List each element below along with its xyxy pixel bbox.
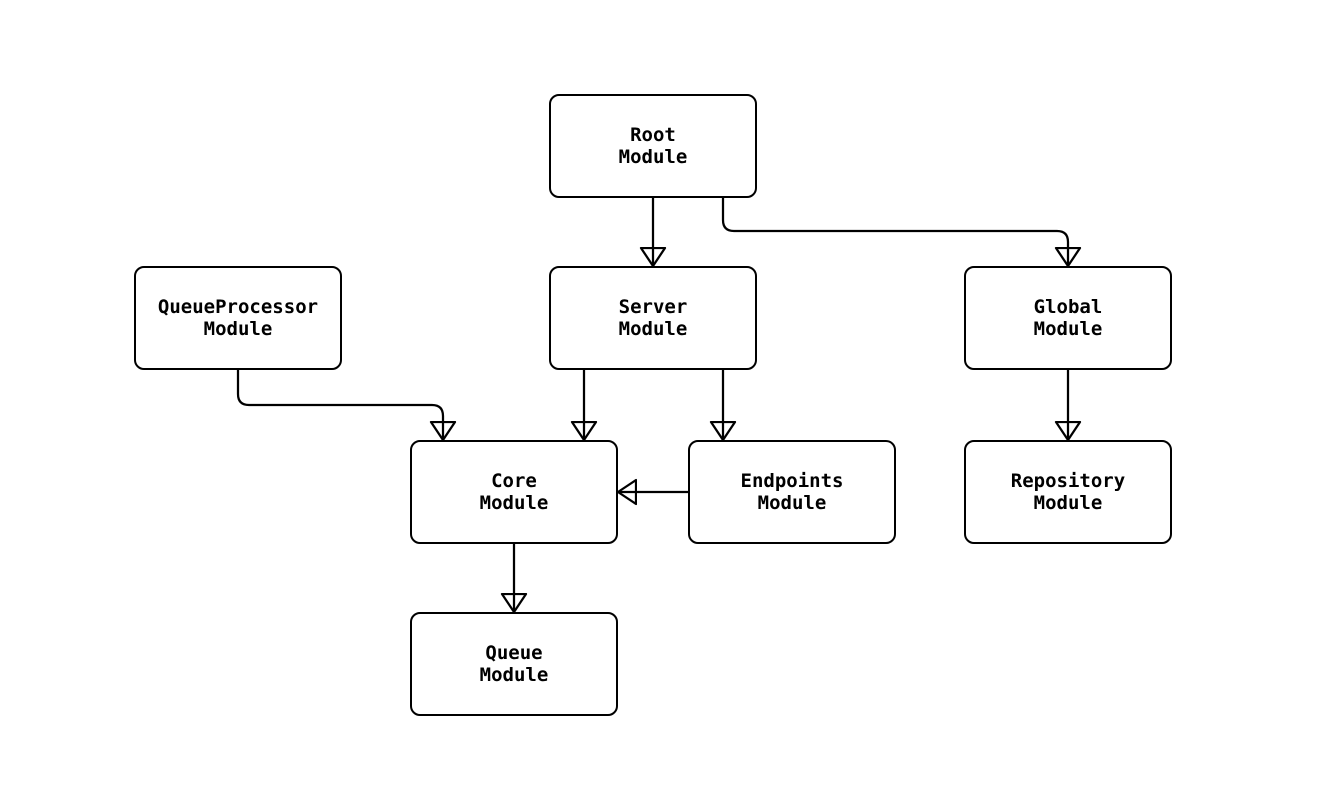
node-label: Endpoints Module bbox=[741, 470, 844, 514]
node-label-line: Module bbox=[618, 318, 688, 340]
node-label: Core Module bbox=[480, 470, 549, 514]
node-label-line: Module bbox=[203, 318, 273, 340]
node-label-line: Endpoints bbox=[740, 470, 844, 492]
node-label-line: Repository bbox=[1010, 470, 1126, 492]
node-label-line: QueueProcessor bbox=[157, 296, 319, 318]
node-label: Global Module bbox=[1034, 296, 1103, 340]
node-label-line: Module bbox=[479, 492, 549, 514]
node-label-line: Root bbox=[630, 124, 676, 146]
node-global-module: Global Module bbox=[964, 266, 1172, 370]
node-label-line: Module bbox=[757, 492, 827, 514]
node-core-module: Core Module bbox=[410, 440, 618, 544]
node-server-module: Server Module bbox=[549, 266, 757, 370]
node-label-line: Module bbox=[479, 664, 549, 686]
node-label: Server Module bbox=[619, 296, 688, 340]
node-label-line: Module bbox=[1033, 318, 1103, 340]
edge-root-to-global bbox=[721, 198, 1068, 266]
node-label-line: Global bbox=[1033, 296, 1103, 318]
node-root-module: Root Module bbox=[549, 94, 757, 198]
node-endpoints-module: Endpoints Module bbox=[688, 440, 896, 544]
node-queueprocessor-module: QueueProcessor Module bbox=[134, 266, 342, 370]
node-label-line: Module bbox=[1033, 492, 1103, 514]
node-label: Queue Module bbox=[480, 642, 549, 686]
node-label: Root Module bbox=[619, 124, 688, 168]
node-label-line: Module bbox=[618, 146, 688, 168]
node-label: Repository Module bbox=[1011, 470, 1125, 514]
node-label-line: Core bbox=[491, 470, 537, 492]
node-queue-module: Queue Module bbox=[410, 612, 618, 716]
node-label-line: Queue bbox=[485, 642, 543, 664]
node-label: QueueProcessor Module bbox=[158, 296, 318, 340]
node-label-line: Server bbox=[618, 296, 688, 318]
node-repository-module: Repository Module bbox=[964, 440, 1172, 544]
edge-queueprocessor-to-core bbox=[236, 370, 443, 440]
